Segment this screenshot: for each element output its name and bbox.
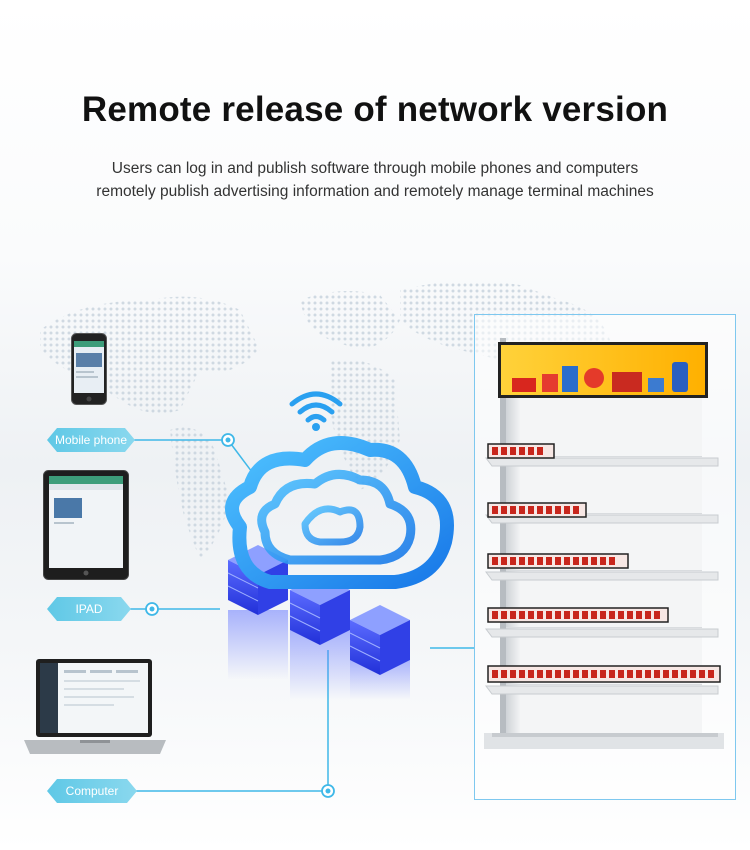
smartphone-icon <box>71 333 107 405</box>
laptop-icon <box>24 659 166 754</box>
mobile-phone-label: Mobile phone <box>47 428 135 452</box>
server-stack-icon <box>227 545 410 700</box>
computer-label: Computer <box>47 779 137 803</box>
supermarket-shelf-icon <box>484 338 724 749</box>
subtitle-line-1: Users can log in and publish software th… <box>111 160 639 177</box>
page-title: Remote release of network version <box>81 90 669 129</box>
tablet-icon <box>43 470 129 580</box>
ipad-label: IPAD <box>47 597 131 621</box>
cloud-icon <box>225 436 454 589</box>
subtitle-line-2: remotely publish advertising information… <box>96 183 654 200</box>
wifi-icon <box>289 391 343 431</box>
